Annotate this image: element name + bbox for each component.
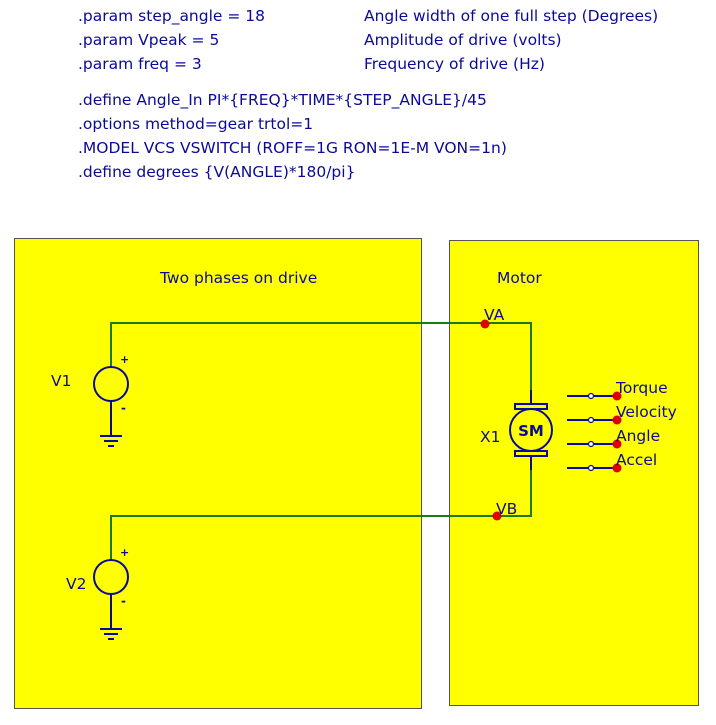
probe-velocity-icon [612,415,622,425]
directive-options: .options method=gear trtol=1 [78,115,314,133]
directive-define-degrees: .define degrees {V(ANGLE)*180/pi} [78,163,356,181]
v2-minus: - [121,594,126,608]
output-angle-label: Angle [616,427,661,445]
param-comment-step-angle: Angle width of one full step (Degrees) [364,7,659,25]
v2-ref: V2 [66,575,87,593]
param-comment-vpeak: Amplitude of drive (volts) [364,31,562,49]
directive-define-angle-in: .define Angle_In PI*{FREQ}*TIME*{STEP_AN… [78,91,487,109]
v2-plus: + [120,546,129,559]
param-code-freq: .param freq = 3 [78,55,202,73]
motor-panel [449,240,699,706]
v1-minus: - [121,401,126,415]
pin-accel-icon [587,464,595,472]
v1-ref: V1 [51,372,72,390]
probe-accel-icon [612,463,622,473]
output-velocity-label: Velocity [616,403,677,421]
motor-symbol [509,390,553,470]
probe-vb-icon [492,511,502,521]
output-pins [567,395,617,469]
motor-ref: X1 [480,428,501,446]
output-accel-label: Accel [616,451,658,469]
directive-model: .MODEL VCS VSWITCH (ROFF=1G RON=1E-M VON… [78,139,507,157]
motor-panel-title: Motor [497,269,542,287]
drive-panel [14,238,422,709]
node-vb-label: VB [496,500,518,518]
pin-velocity-icon [587,416,595,424]
pin-torque-icon [587,392,595,400]
probe-va-icon [480,319,490,329]
v1-plus: + [120,353,129,366]
wire-vb [110,457,532,560]
param-code-step-angle: .param step_angle = 18 [78,7,266,25]
probe-angle-icon [612,439,622,449]
v2-source [93,559,129,640]
pin-angle-icon [587,440,595,448]
v1-source [93,366,129,447]
motor-symbol-label: SM [518,422,544,440]
probe-torque-icon [612,391,622,401]
param-code-vpeak: .param Vpeak = 5 [78,31,220,49]
param-comment-freq: Frequency of drive (Hz) [364,55,545,73]
output-torque-label: Torque [616,379,668,397]
drive-panel-title: Two phases on drive [160,269,318,287]
node-va-label: VA [484,306,505,324]
wire-va [110,322,532,403]
